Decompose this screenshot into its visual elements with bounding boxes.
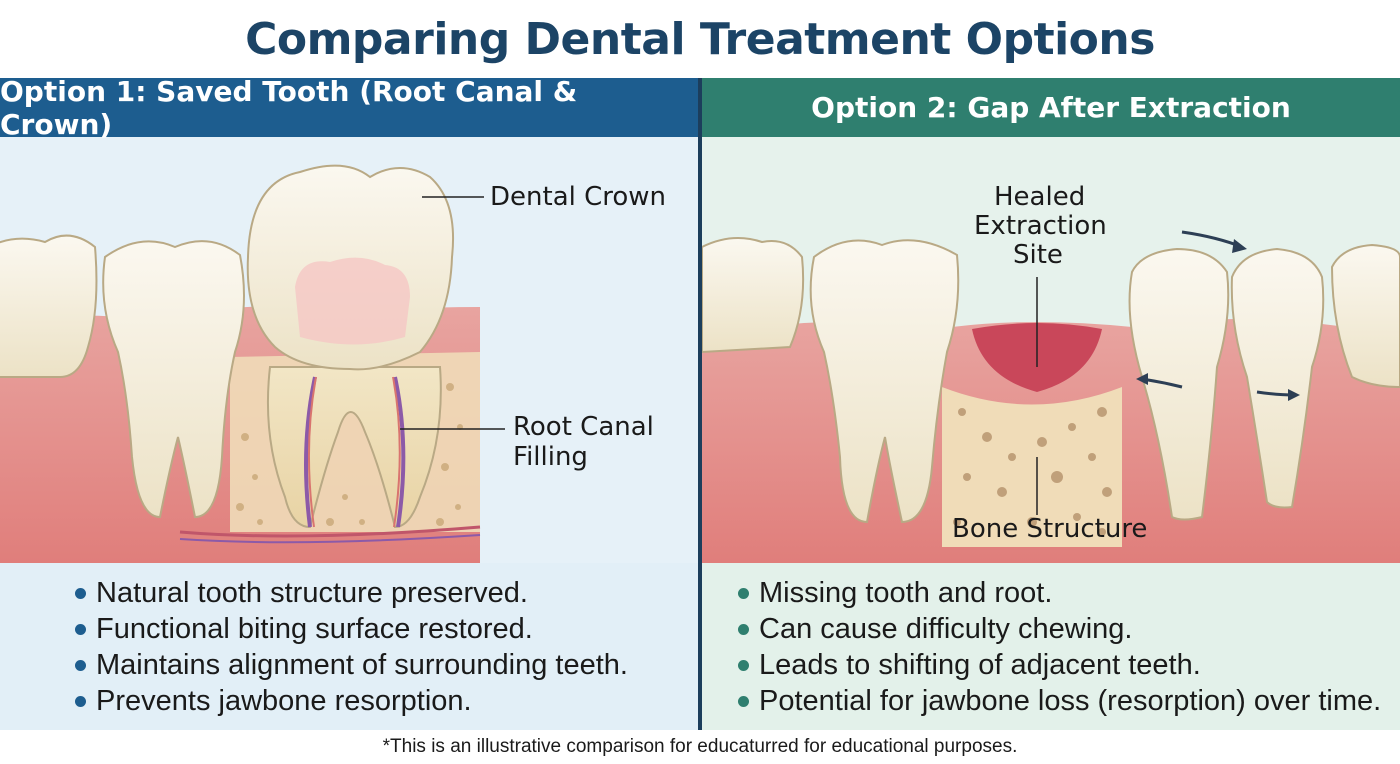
bullet-dot-icon [738, 660, 749, 671]
list-item: Leads to shifting of adjacent teeth. [702, 647, 1400, 683]
saved-tooth-illustration [0, 164, 505, 563]
canal-filling-right [393, 376, 406, 528]
dental-crown-label: Dental Crown [490, 182, 667, 212]
bone-structure-label: Bone Structure [952, 514, 1148, 544]
list-item: Natural tooth structure preserved. [0, 575, 698, 611]
footnote: *This is an illustrative comparison for … [382, 736, 1018, 757]
shift-arrow-top-icon [1181, 230, 1243, 249]
extraction-site-label-line3: Site [1013, 240, 1063, 270]
bullet-dot-icon [75, 588, 86, 599]
option2-bullet-list: Missing tooth and root. Can cause diffic… [702, 563, 1400, 730]
extraction-gap-illustration [702, 230, 1400, 563]
list-item: Functional biting surface restored. [0, 611, 698, 647]
list-item: Maintains alignment of surrounding teeth… [0, 647, 698, 683]
tooth-left [809, 239, 960, 524]
bullet-dot-icon [75, 660, 86, 671]
tooth-far-left [702, 237, 805, 354]
option2-header: Option 2: Gap After Extraction [702, 78, 1400, 137]
bullet-dot-icon [738, 696, 749, 707]
panel-divider [698, 78, 702, 730]
tooth-left [102, 240, 245, 519]
bullet-dot-icon [75, 624, 86, 635]
tooth-far-left [0, 234, 98, 378]
option1-bullet-list: Natural tooth structure preserved. Funct… [0, 563, 698, 730]
canal-filling-left [304, 376, 317, 528]
option1-panel: Option 1: Saved Tooth (Root Canal & Crow… [0, 78, 698, 730]
bullet-dot-icon [75, 696, 86, 707]
bullet-dot-icon [738, 588, 749, 599]
extraction-site-label-line2: Extraction [974, 211, 1107, 241]
tooth-tilted-2 [1230, 247, 1325, 509]
root-canal-label-line1: Root Canal [513, 412, 654, 442]
bone-structure [942, 387, 1122, 547]
option2-panel: Option 2: Gap After Extraction [702, 78, 1400, 730]
page-title: Comparing Dental Treatment Options [245, 13, 1155, 65]
list-item: Missing tooth and root. [702, 575, 1400, 611]
list-item: Prevents jawbone resorption. [0, 683, 698, 719]
list-item: Potential for jawbone loss (resorption) … [702, 683, 1400, 719]
extraction-site-label-line1: Healed [994, 182, 1086, 212]
root-canal-label-line2: Filling [513, 442, 588, 472]
list-item: Can cause difficulty chewing. [702, 611, 1400, 647]
bullet-dot-icon [738, 624, 749, 635]
option1-header: Option 1: Saved Tooth (Root Canal & Crow… [0, 78, 698, 141]
